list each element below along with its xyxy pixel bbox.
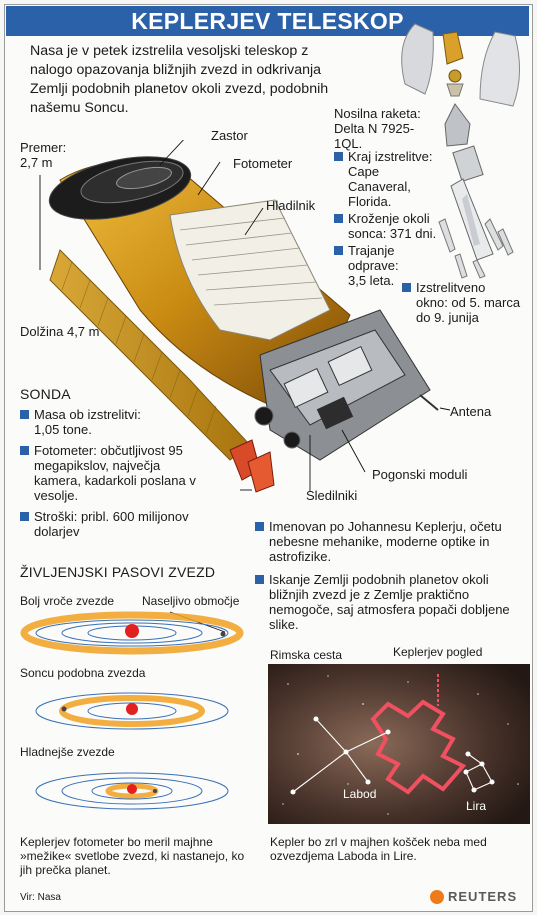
sonda-item: Stroški: pribl. 600 milijonov dolarjev [20,509,230,539]
label-cool-stars: Hladnejše zvezde [20,745,115,759]
label-labod: Labod [343,787,377,801]
label-zastor: Zastor [211,128,248,143]
label-premer: Premer: 2,7 m [20,140,67,170]
cool-star-system [35,772,229,810]
rocket-fact-item: Trajanje odprave:3,5 leta. [334,243,444,288]
hot-star-system [20,611,244,655]
rocket-illustration [401,23,521,279]
reuters-logo: REUTERS [430,889,517,904]
page-title: KEPLERJEV TELESKOP [6,6,529,36]
label-antena: Antena [450,404,492,419]
sonda-title: SONDA [20,386,71,402]
telescope-illustration [39,140,451,493]
sonda-item: Masa ob izstrelitvi:1,05 tone. [20,407,230,437]
label-milky-way: Rimska cesta [270,648,343,662]
label-kepler-view: Keplerjev pogled [393,645,483,659]
label-lira: Lira [466,799,487,813]
constellation-lyra [463,751,495,793]
sonda-list: Masa ob izstrelitvi:1,05 tone. Fotometer… [20,407,230,541]
label-habitable-zone: Naseljivo območje [142,594,240,608]
reuters-dot-icon [430,889,444,904]
label-fotometer: Fotometer [233,156,293,171]
rocket-label: Nosilna raketa: Delta N 7925-1QL. [334,106,421,151]
label-pogonski-moduli: Pogonski moduli [372,467,468,482]
sky-photo: Labod Lira [268,664,530,824]
label-sledilniki: Sledilniki [306,488,358,503]
life-zones-diagram [20,611,244,810]
sky-chart [268,664,530,824]
intro-text: Nasa je v petek izstrelila vesoljski tel… [30,43,329,116]
label-hladilnik: Hladilnik [266,198,316,213]
sunlike-star-system [35,692,229,730]
rocket-facts: Kraj izstrelitve:Cape Canaveral,Florida.… [334,149,444,290]
rocket-fact-item: Kraj izstrelitve:Cape Canaveral,Florida. [334,149,444,209]
life-zones-title: ŽIVLJENJSKI PASOVI ZVEZD [20,564,216,580]
label-hot-stars: Bolj vroče zvezde [20,594,115,608]
caption-life-zones: Keplerjev fotometer bo meril majhne »mež… [20,835,245,877]
source-credit: Vir: Nasa [20,892,61,903]
constellation-cygnus [290,716,391,795]
kepler-field-outline [370,699,467,795]
caption-sky: Kepler bo zrl v majhen košček neba med o… [270,835,487,863]
label-dolzina: Dolžina 4,7 m [20,324,100,339]
label-sunlike-star: Soncu podobna zvezda [20,666,146,680]
